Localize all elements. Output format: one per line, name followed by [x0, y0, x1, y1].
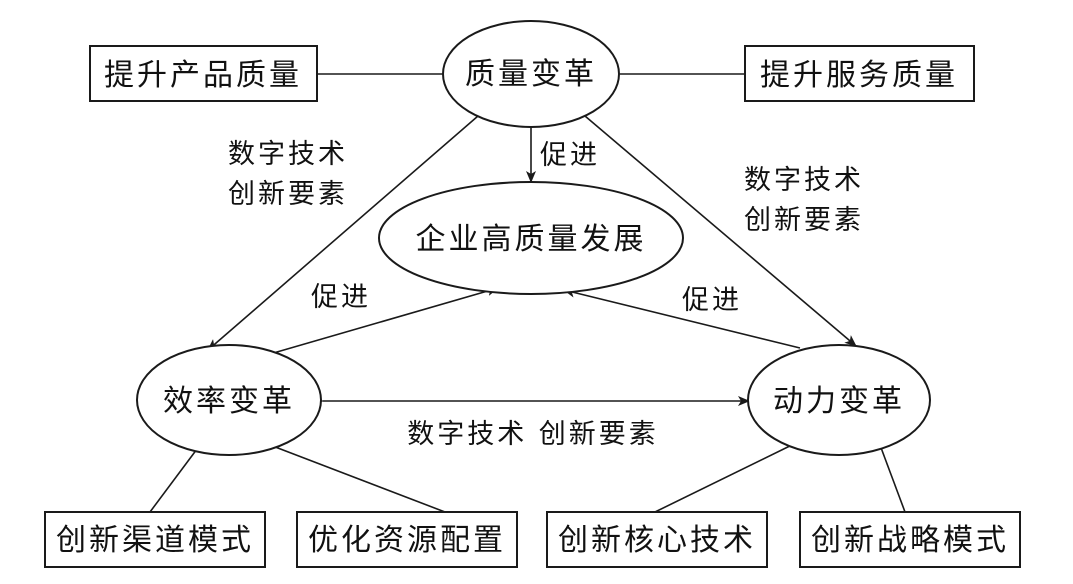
box-strategy-mode: 创新战略模式 [799, 511, 1021, 568]
box-service-quality-label: 提升服务质量 [760, 58, 958, 93]
link-power-core-tech [654, 440, 801, 513]
link-power-strategy [879, 444, 906, 513]
box-product-quality-label: 提升产品质量 [104, 58, 302, 93]
arrow-efficiency-center [269, 286, 499, 355]
label-left-digital-tech: 数字技术 [228, 139, 348, 170]
box-resource-allocation-label: 优化资源配置 [308, 523, 506, 558]
label-promote-right: 促进 [682, 285, 742, 316]
box-service-quality: 提升服务质量 [744, 45, 975, 102]
node-power-reform-label: 动力变革 [773, 384, 905, 419]
arrow-quality-power [573, 105, 857, 347]
label-bottom-digital-innovation: 数字技术 创新要素 [407, 419, 659, 450]
label-left-innovation-factor: 创新要素 [228, 179, 348, 210]
node-quality-reform-label: 质量变革 [465, 57, 597, 92]
box-core-technology-label: 创新核心技术 [558, 523, 756, 558]
box-core-technology: 创新核心技术 [546, 511, 768, 568]
arrow-quality-efficiency [207, 105, 490, 351]
node-enterprise-development-label: 企业高质量发展 [416, 222, 647, 257]
link-efficiency-channel [149, 444, 201, 513]
label-promote-top: 促进 [540, 140, 600, 171]
box-resource-allocation: 优化资源配置 [296, 511, 518, 568]
node-efficiency-reform-label: 效率变革 [163, 384, 295, 419]
node-power-reform: 动力变革 [747, 344, 931, 456]
arrow-power-center [563, 287, 801, 349]
label-right-innovation-factor: 创新要素 [744, 205, 864, 236]
node-enterprise-development: 企业高质量发展 [378, 181, 684, 295]
box-product-quality: 提升产品质量 [89, 45, 318, 102]
box-strategy-mode-label: 创新战略模式 [811, 523, 1009, 558]
label-right-digital-tech: 数字技术 [744, 165, 864, 196]
node-efficiency-reform: 效率变革 [136, 344, 322, 456]
link-efficiency-resource [269, 444, 446, 513]
label-promote-left: 促进 [311, 282, 371, 313]
node-quality-reform: 质量变革 [442, 20, 620, 128]
box-channel-mode-label: 创新渠道模式 [56, 523, 254, 558]
box-channel-mode: 创新渠道模式 [44, 511, 266, 568]
